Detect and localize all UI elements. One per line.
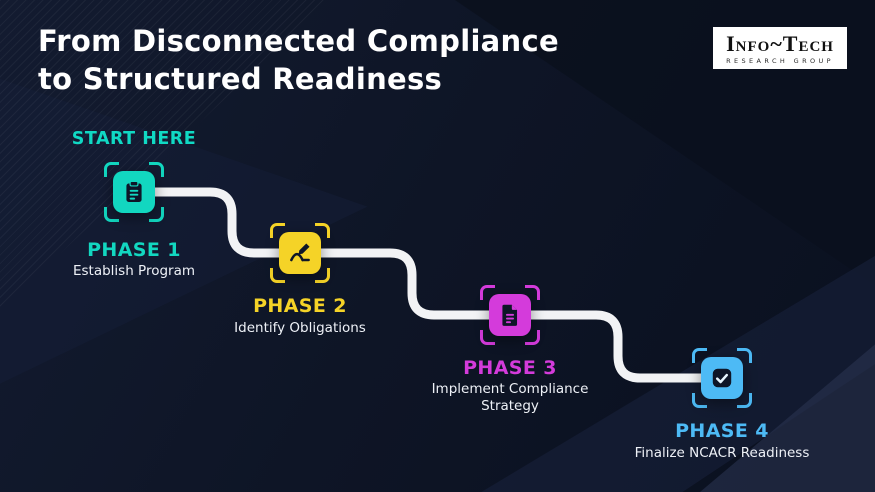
corner-bracket [692, 348, 707, 363]
page-title-line2: to Structured Readiness [38, 62, 443, 97]
corner-bracket [525, 285, 540, 300]
phase-2-node [270, 223, 330, 283]
corner-bracket [737, 348, 752, 363]
phase-3-node [480, 285, 540, 345]
phase-1-label: PHASE 1 [87, 239, 181, 261]
corner-bracket [480, 285, 495, 300]
phase-2-description: Identify Obligations [234, 320, 366, 336]
phase-1-node [104, 162, 164, 222]
corner-bracket [315, 268, 330, 283]
infotech-logo: Info~Tech RESEARCH GROUP [713, 27, 847, 70]
start-here-label: START HERE [71, 129, 197, 149]
page-title-line1: From Disconnected Compliance [38, 24, 559, 58]
phase-2-label: PHASE 2 [253, 295, 347, 317]
phase-4-node [692, 348, 752, 408]
phase-1-description: Establish Program [72, 263, 196, 279]
corner-bracket [270, 223, 285, 238]
phase-3-label: PHASE 3 [463, 357, 557, 379]
clipboard-icon [113, 171, 155, 213]
phase-4-label: PHASE 4 [675, 420, 769, 442]
phase-3-description: Implement Compliance Strategy [431, 381, 589, 415]
corner-bracket [149, 207, 164, 222]
checkmark-icon [701, 357, 743, 399]
corner-bracket [149, 162, 164, 177]
corner-bracket [525, 330, 540, 345]
corner-bracket [104, 162, 119, 177]
corner-bracket [480, 330, 495, 345]
document-icon [489, 294, 531, 336]
phase-4-description: Finalize NCACR Readiness [634, 445, 810, 461]
signature-icon [279, 232, 321, 274]
logo-subtitle: RESEARCH GROUP [726, 57, 834, 66]
page-title: From Disconnected Compliance to Structur… [38, 22, 559, 99]
corner-bracket [737, 393, 752, 408]
corner-bracket [315, 223, 330, 238]
logo-wordmark: Info~Tech [726, 31, 834, 56]
corner-bracket [270, 268, 285, 283]
corner-bracket [692, 393, 707, 408]
corner-bracket [104, 207, 119, 222]
